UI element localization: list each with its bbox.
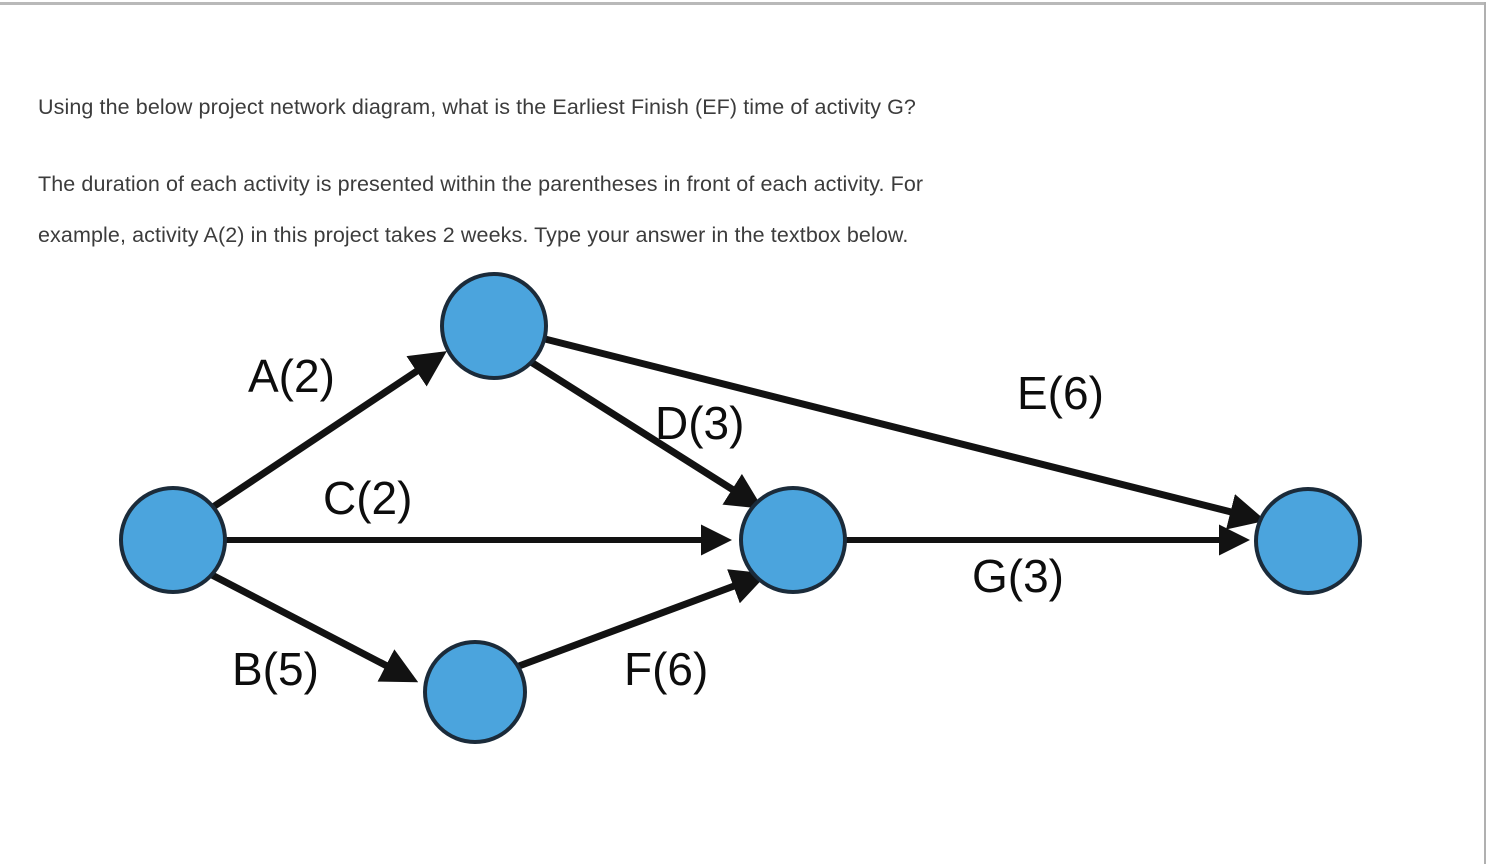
edge-D-line [529, 359, 763, 509]
edge-label-D: D(3) [655, 397, 744, 449]
question-prompt: Using the below project network diagram,… [38, 82, 1368, 133]
network-node-end[interactable] [1254, 487, 1362, 595]
edge-E-line [544, 335, 1266, 530]
edge-F-line [517, 569, 768, 670]
network-node-start[interactable] [119, 486, 227, 594]
edge-A [211, 351, 447, 510]
question-instructions-line-2: example, activity A(2) in this project t… [38, 223, 909, 247]
edge-label-A: A(2) [248, 350, 335, 402]
question-block: Using the below project network diagram,… [38, 82, 1368, 261]
question-prompt-text: Using the below project network diagram,… [38, 95, 916, 119]
edge-label-G: G(3) [972, 550, 1064, 602]
network-node-merge[interactable] [739, 486, 847, 594]
edge-F [517, 569, 768, 670]
edge-label-C: C(2) [323, 472, 412, 524]
edge-label-F: F(6) [624, 643, 708, 695]
network-diagram-svg: A(2) C(2) B(5) D(3) E(6) F(6) G(3) [119, 272, 1362, 744]
top-divider [0, 2, 1486, 5]
edge-A-line [211, 351, 447, 510]
right-divider [1484, 2, 1486, 864]
question-instructions-line-1: The duration of each activity is present… [38, 172, 924, 196]
edge-E [544, 335, 1266, 530]
edge-B-line [210, 571, 419, 683]
edge-D [529, 359, 763, 509]
network-node-top[interactable] [440, 272, 548, 380]
question-instructions: The duration of each activity is present… [38, 159, 1368, 261]
network-node-bottom[interactable] [423, 640, 527, 744]
edge-label-B: B(5) [232, 643, 319, 695]
edge-B [210, 571, 419, 683]
project-network-diagram: A(2) C(2) B(5) D(3) E(6) F(6) G(3) [0, 262, 1440, 802]
edge-label-E: E(6) [1017, 367, 1104, 419]
